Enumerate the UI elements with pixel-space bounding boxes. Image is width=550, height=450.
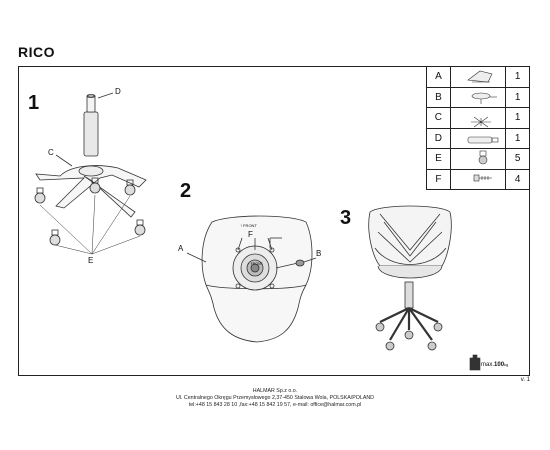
label-a: A [178, 244, 184, 253]
step-number-1: 1 [28, 92, 40, 114]
part-qty: 1 [505, 66, 530, 88]
table-row: E 5 [426, 148, 530, 170]
table-row: C 1 [426, 107, 530, 129]
table-row: A 1 [426, 66, 530, 88]
part-qty: 1 [505, 107, 530, 129]
part-letter: C [426, 107, 451, 129]
part-image [449, 148, 507, 170]
front-indicator: ↑ FRONT [240, 223, 257, 228]
footer-company: HALMAR Sp.z o.o. [252, 388, 298, 394]
part-letter: A [426, 66, 451, 88]
part-image [449, 66, 507, 88]
table-row: F 4 [426, 168, 530, 190]
table-row: B 1 [426, 86, 530, 108]
table-row: D 1 [426, 127, 530, 149]
part-letter: B [426, 86, 451, 108]
part-letter: E [426, 148, 451, 170]
page-title: RICO [18, 44, 55, 60]
part-qty: 1 [505, 127, 530, 149]
seat-underside-drawing [186, 215, 317, 343]
footer-contact: tel:+48 15 843 28 10 ,fax:+48 15 842 19 … [188, 402, 362, 408]
assembled-chair-drawing [368, 205, 452, 351]
front-indicator-small: ↑ FRONT [248, 262, 263, 266]
part-image [449, 86, 507, 108]
step-number-2: 2 [180, 180, 192, 202]
part-qty: 1 [505, 86, 530, 108]
casters-drawing [34, 177, 146, 246]
weight-icon [469, 354, 481, 371]
part-image [449, 107, 507, 129]
part-image [449, 127, 507, 149]
label-b: B [316, 249, 322, 258]
part-letter: D [426, 127, 451, 149]
part-image [449, 168, 507, 190]
step-number-3: 3 [340, 207, 352, 229]
gas-lift-drawing [83, 92, 114, 157]
label-e: E [88, 256, 94, 265]
part-qty: 5 [505, 148, 530, 170]
version-label: v. 1 [520, 377, 530, 383]
parts-table: A 1 B 1 C 1 D 1 E 5 F 4 [426, 66, 530, 190]
label-f: F [248, 230, 253, 239]
star-base-drawing [35, 154, 147, 218]
label-c: C [48, 148, 54, 157]
instruction-frame [18, 66, 530, 376]
part-letter: F [426, 168, 451, 190]
e-pointer-lines [39, 194, 141, 255]
footer-address: Ul. Centralnego Okręgu Przemysłowego 2,3… [175, 395, 375, 401]
label-d: D [115, 87, 121, 96]
max-load-label: max.100kg [481, 362, 509, 368]
part-qty: 4 [505, 168, 530, 190]
